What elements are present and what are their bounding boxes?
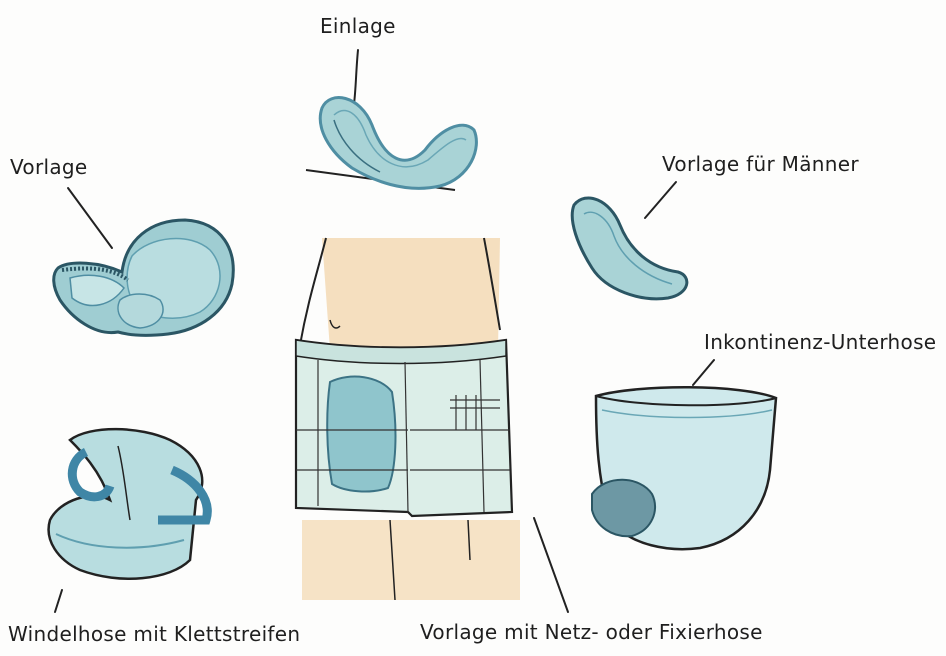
label-windelhose: Windelhose mit Klettstreifen	[8, 622, 300, 646]
windelhose-drawing	[49, 429, 208, 579]
leader-line-vorlage	[68, 188, 112, 248]
leader-line-inkontinenz-unterhose	[693, 360, 714, 385]
torso-with-shorts-drawing	[296, 238, 520, 600]
label-einlage: Einlage	[320, 14, 396, 38]
einlage-pad-drawing	[306, 98, 476, 190]
label-vorlage: Vorlage	[10, 155, 88, 179]
inkontinenz-unterhose-drawing	[592, 387, 776, 549]
vorlage-pad-drawing	[54, 220, 234, 335]
leader-line-vorlage-maenner	[645, 182, 676, 218]
label-vorlage-netz: Vorlage mit Netz- oder Fixierhose	[420, 620, 763, 644]
label-vorlage-maenner: Vorlage für Männer	[662, 152, 859, 176]
leader-line-windelhose	[55, 590, 62, 612]
vorlage-maenner-pad-drawing	[572, 198, 687, 299]
leader-line-einlage	[354, 50, 358, 104]
label-inkontinenz-unterhose: Inkontinenz-Unterhose	[704, 330, 936, 354]
leader-line-vorlage-netz	[534, 518, 568, 612]
